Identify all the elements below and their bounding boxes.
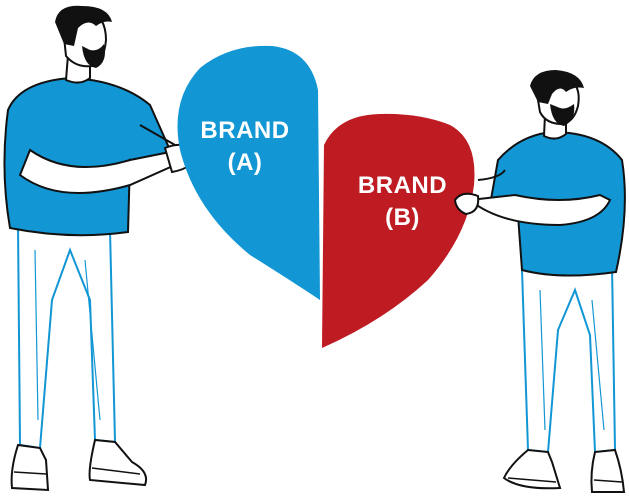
brand-b-name: BRAND bbox=[357, 172, 448, 199]
brand-b-label: BRAND (B) bbox=[340, 170, 465, 234]
heart-half-left-icon bbox=[177, 45, 320, 300]
heart-half-right-icon bbox=[322, 113, 475, 348]
brand-a-letter: (A) bbox=[227, 149, 263, 176]
brand-a-label: BRAND (A) bbox=[185, 115, 305, 179]
right-person-icon bbox=[453, 70, 626, 493]
brand-b-letter: (B) bbox=[385, 204, 420, 231]
brand-a-name: BRAND bbox=[200, 117, 290, 144]
left-person-icon bbox=[3, 5, 200, 492]
